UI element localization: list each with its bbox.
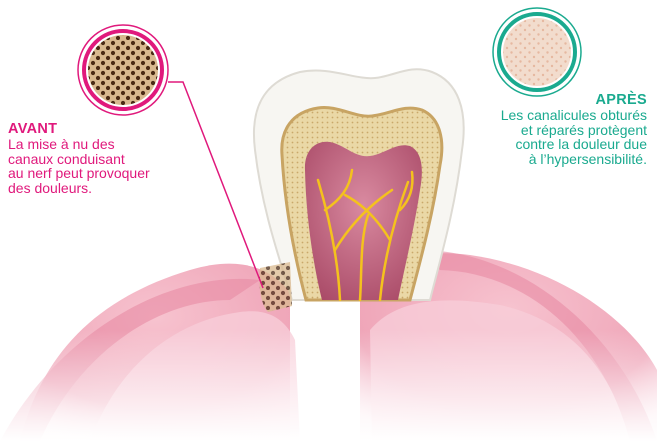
- apres-line: Les canalicules obturés: [447, 108, 647, 123]
- avant-line: La mise à nu des: [8, 137, 178, 152]
- avant-zoom-circle: [78, 25, 168, 115]
- avant-line: des douleurs.: [8, 181, 178, 196]
- avant-description: La mise à nu des canaux conduisant au ne…: [8, 137, 178, 195]
- apres-line: contre la douleur due: [447, 137, 647, 152]
- apres-caption: APRÈS Les canalicules obturés et réparés…: [447, 92, 647, 166]
- avant-line: canaux conduisant: [8, 152, 178, 167]
- apres-description: Les canalicules obturés et réparés protè…: [447, 108, 647, 166]
- apres-line: et réparés protègent: [447, 123, 647, 138]
- avant-line: au nerf peut provoquer: [8, 166, 178, 181]
- fade-overlay: [0, 330, 657, 441]
- apres-zoom-circle: [493, 8, 581, 96]
- avant-caption: AVANT La mise à nu des canaux conduisant…: [8, 121, 178, 195]
- tooth: [254, 69, 464, 312]
- avant-leader-line: [168, 82, 263, 288]
- apres-line: à l’hypersensibilité.: [447, 152, 647, 167]
- apres-title: APRÈS: [447, 92, 647, 108]
- avant-title: AVANT: [8, 121, 178, 137]
